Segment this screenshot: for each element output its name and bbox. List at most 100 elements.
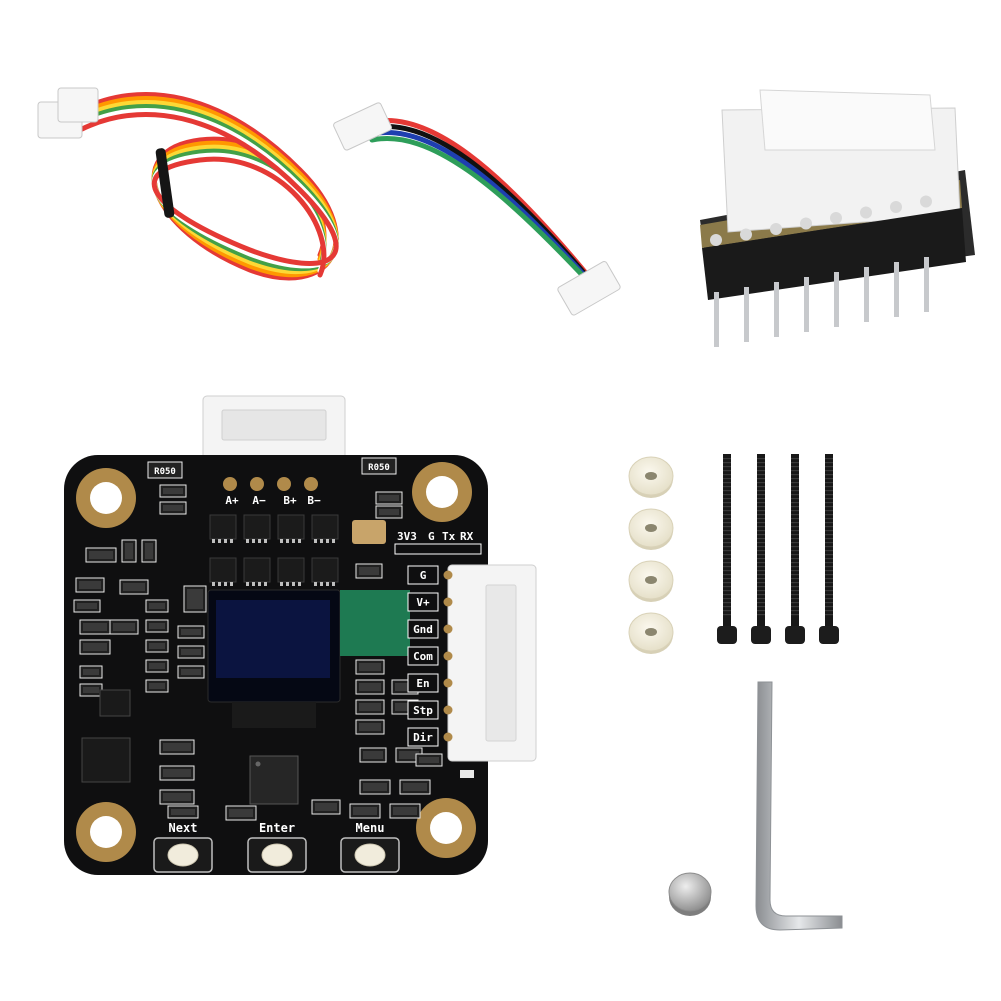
smd-body [83,669,99,675]
screw-thread [757,494,765,496]
screw-thread [791,594,799,596]
mosfet-pin [212,539,215,543]
screw-thread [757,562,765,564]
tact-button[interactable] [167,843,199,867]
screw-thread [791,494,799,496]
short-cable-wire [369,118,588,275]
adapter-solder-joint [710,234,722,246]
screw-thread [757,482,765,484]
screw-thread [825,474,833,476]
long-cable-wire [77,104,339,272]
smd-body [163,769,191,777]
screw-thread [757,474,765,476]
screw-thread [791,466,799,468]
mosfet-pin [314,582,317,586]
screws [717,454,839,644]
mosfet-chip [209,514,237,540]
screw-thread [825,462,833,464]
screw-thread [825,522,833,524]
screw-head [785,626,805,644]
screw-thread [825,530,833,532]
uart-header-frame [394,543,482,555]
screw-thread [723,602,731,604]
screw-thread [757,594,765,596]
screw-thread [757,578,765,580]
uart-tx-label: Tx [442,530,456,543]
screw-thread [825,518,833,520]
screw-thread [723,558,731,560]
screw-thread [825,554,833,556]
screw-thread [791,510,799,512]
screw-thread [757,466,765,468]
mosfet-pin [314,539,317,543]
screw-thread [757,590,765,592]
smd-body [353,807,377,815]
screw-thread [791,458,799,460]
smd-body [163,488,183,494]
uart-3v3-label: 3V3 [397,530,417,543]
pin-label-box [407,565,439,585]
screw-thread [723,486,731,488]
uart-g-label: G [428,530,435,543]
mosfet-pin [320,582,323,586]
short-cable-wire [369,136,588,281]
adapter-pin [744,287,749,342]
screw-thread [723,466,731,468]
screw-thread [723,514,731,516]
mosfet-pin [298,582,301,586]
screw-thread [757,586,765,588]
mosfet-chip [243,514,271,540]
smd-body [149,683,165,689]
screw-thread [723,458,731,460]
screw-thread [791,570,799,572]
smd-body [359,683,381,691]
button-label: Enter [259,821,295,835]
screw-thread [757,462,765,464]
screw-thread [723,546,731,548]
screw-thread [791,586,799,588]
smd-body [395,703,415,711]
smd-body [403,783,427,791]
smd-body [125,543,133,559]
screw-thread [723,474,731,476]
screw-thread [757,538,765,540]
screw-thread [791,514,799,516]
mosfet-chip [311,557,339,583]
mosfet-chip [277,514,305,540]
adapter-pin [714,292,719,347]
screw-thread [825,494,833,496]
mosfet-pin [264,582,267,586]
smd-body [379,495,399,501]
tact-button[interactable] [261,843,293,867]
screw-thread [791,522,799,524]
mosfet-pin [218,539,221,543]
status-led [460,770,474,778]
motor-pin-b-plus: B+ [283,494,297,507]
screw-thread [723,614,731,616]
screw-thread [723,470,731,472]
screw-thread [791,470,799,472]
screw-thread [791,518,799,520]
screw-head [819,626,839,644]
screw-thread [723,606,731,608]
screw-thread [723,510,731,512]
screw-thread [791,474,799,476]
screw-thread [757,606,765,608]
adapter-solder-joint [920,195,932,208]
screw-thread [825,550,833,552]
screw-thread [791,462,799,464]
motor-pin-b-minus: B− [307,494,321,507]
smd-body [163,743,191,751]
pin-label: En [416,677,429,690]
pin-pad [443,624,453,634]
short-cable-wires [369,118,588,281]
mosfet-chip [209,557,237,583]
tact-button[interactable] [354,843,386,867]
motor-connector-slot [221,409,327,441]
pin-pad [443,705,453,715]
short-cable-wire [369,130,588,279]
long-cable-wires [77,92,339,281]
screw-thread [723,582,731,584]
